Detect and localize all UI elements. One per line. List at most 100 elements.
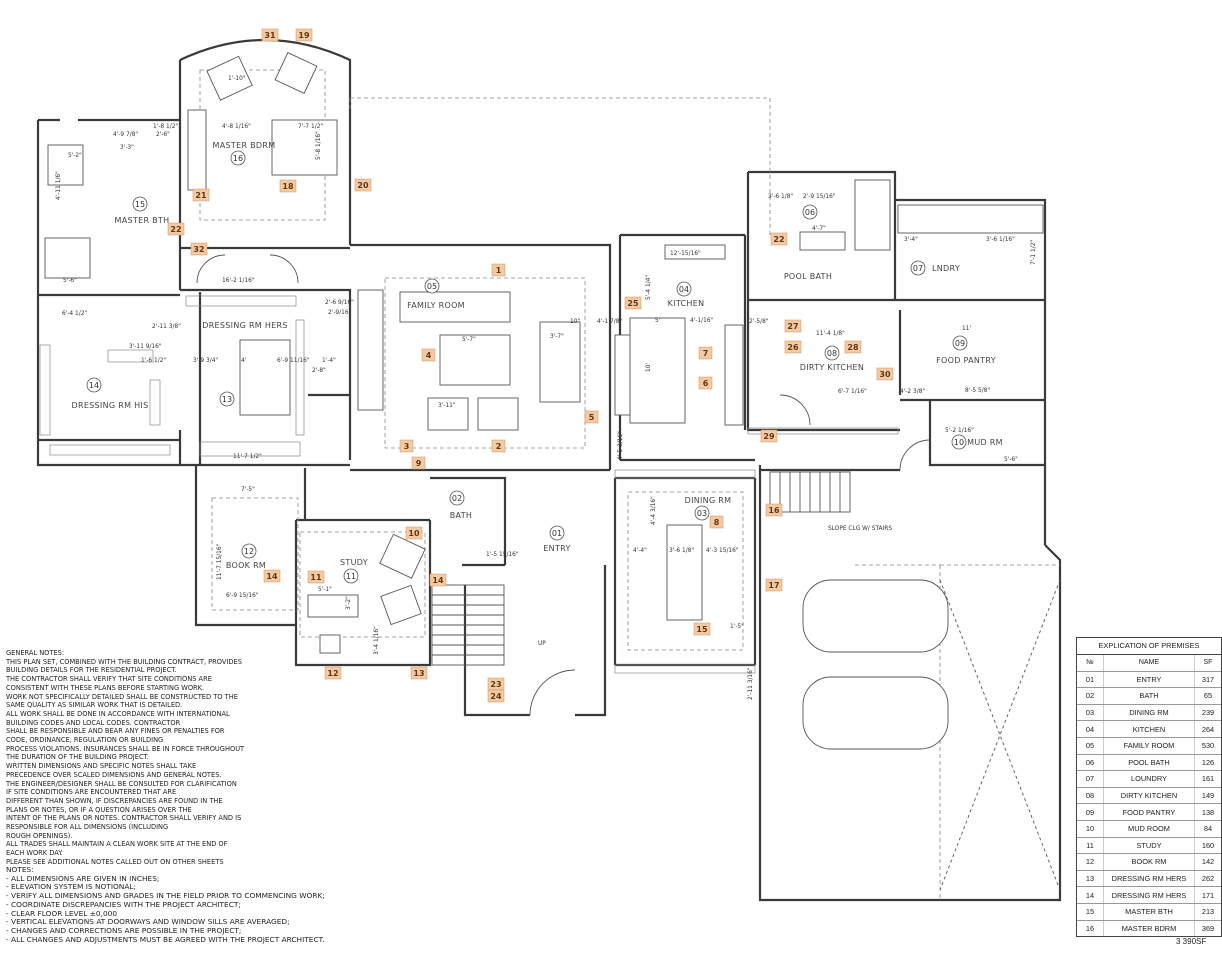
total-area: 3 390SF <box>1176 937 1207 946</box>
svg-text:10: 10 <box>408 529 420 538</box>
cell-sf: 149 <box>1201 791 1215 801</box>
room-name: DRESSING RM HERS <box>202 321 288 330</box>
room-number: 06 <box>805 208 815 217</box>
cell-sf: 369 <box>1201 923 1215 933</box>
room-number: 12 <box>244 547 254 556</box>
note-line: ALL TRADES SHALL MAINTAIN A CLEAN WORK S… <box>6 839 228 849</box>
cell-number: 12 <box>1077 854 1104 870</box>
svg-text:3'-4": 3'-4" <box>904 235 918 243</box>
svg-text:5'-8 1/16": 5'-8 1/16" <box>314 131 322 160</box>
svg-text:31: 31 <box>264 31 276 40</box>
svg-text:5'-6": 5'-6" <box>63 276 77 284</box>
note-line: THE CONTRACTOR SHALL VERIFY THAT SITE CO… <box>6 674 212 684</box>
tag: 27 <box>784 319 802 333</box>
room-number: 15 <box>135 200 145 209</box>
svg-text:5': 5' <box>655 316 661 324</box>
cell-number: 02 <box>1077 688 1104 704</box>
svg-text:12'-15/16": 12'-15/16" <box>670 249 701 257</box>
note-line: - ELEVATION SYSTEM IS NOTIONAL; <box>6 882 137 892</box>
svg-text:8: 8 <box>714 518 720 527</box>
svg-text:3'-4 1/16": 3'-4 1/16" <box>372 626 380 655</box>
svg-text:4'-9 7/8": 4'-9 7/8" <box>113 130 138 138</box>
tag: 19 <box>295 28 313 42</box>
svg-text:1'-8 1/2": 1'-8 1/2" <box>153 122 178 130</box>
cell-sf: 161 <box>1201 774 1215 784</box>
tag: 32 <box>190 242 208 256</box>
cell-number: 14 <box>1077 887 1104 903</box>
hatches <box>39 295 899 674</box>
svg-text:11'-7 1/2": 11'-7 1/2" <box>233 452 262 460</box>
svg-text:1: 1 <box>496 266 502 275</box>
svg-text:2'-11 3/16": 2'-11 3/16" <box>746 667 754 700</box>
room-name: MASTER BDRM <box>213 141 276 150</box>
note-line: CONSISTENT WITH THESE PLANS BEFORE START… <box>6 682 205 692</box>
room-name: KITCHEN <box>668 299 705 308</box>
room-name: DINING RM <box>685 496 732 505</box>
svg-text:4'-4": 4'-4" <box>633 546 647 554</box>
svg-text:4'-1/16": 4'-1/16" <box>690 316 714 324</box>
svg-text:4'-7": 4'-7" <box>812 224 826 232</box>
svg-text:15: 15 <box>696 625 708 634</box>
room-number: 16 <box>233 154 243 163</box>
svg-text:4'-8 1/16": 4'-8 1/16" <box>222 122 251 130</box>
svg-text:14: 14 <box>266 572 278 581</box>
svg-text:3'-9 3/4": 3'-9 3/4" <box>193 356 218 364</box>
svg-text:11: 11 <box>310 573 322 582</box>
svg-text:30: 30 <box>879 370 891 379</box>
svg-text:23: 23 <box>490 680 501 689</box>
svg-text:2'-11 3/8": 2'-11 3/8" <box>152 322 181 330</box>
note-line: WRITTEN DIMENSIONS AND SPECIFIC NOTES SH… <box>6 761 197 771</box>
note-line: - ALL DIMENSIONS ARE GIVEN IN INCHES; <box>6 873 160 883</box>
legend-title: EXPLICATION OF PREMISES <box>1077 638 1221 655</box>
header-number: № <box>1077 655 1104 671</box>
room-number: 04 <box>679 285 689 294</box>
svg-text:2'-6": 2'-6" <box>156 130 170 138</box>
svg-text:2: 2 <box>496 442 502 451</box>
cell-number: 10 <box>1077 820 1104 837</box>
note-line: THE ENGINEER/DESIGNER SHALL BE CONSULTED… <box>6 778 237 788</box>
note-line: DIFFERENT THAN SHOWN, IF DISCREPANCIES A… <box>6 795 223 805</box>
tag: 24 <box>487 689 505 703</box>
room-name: ENTRY <box>543 544 570 553</box>
cell-sf: 142 <box>1201 857 1215 867</box>
room-number: 08 <box>827 349 837 358</box>
svg-text:13: 13 <box>413 669 424 678</box>
cell-number: 07 <box>1077 771 1104 787</box>
note-line: THE DURATION OF THE BUILDING PROJECT. <box>6 752 149 762</box>
svg-text:27: 27 <box>787 322 798 331</box>
svg-text:17: 17 <box>768 581 779 590</box>
svg-text:28: 28 <box>847 343 859 352</box>
note-line: PRECEDENCE OVER SCALED DIMENSIONS AND GE… <box>6 769 222 779</box>
svg-text:2'-9/16": 2'-9/16" <box>328 308 352 316</box>
svg-text:29: 29 <box>763 432 775 441</box>
cell-sf: 65 <box>1203 691 1213 701</box>
tag: 28 <box>844 340 862 354</box>
cell-name: MASTER BDRM <box>1104 920 1195 937</box>
note-line: - CHANGES AND CORRECTIONS ARE POSSIBLE I… <box>6 925 242 935</box>
svg-text:24: 24 <box>490 692 502 701</box>
svg-text:10': 10' <box>644 363 652 372</box>
note-line: INTENT OF THE PLANS OR NOTES. CONTRACTOR… <box>6 813 242 823</box>
svg-text:1'-4": 1'-4" <box>322 356 336 364</box>
cell-name: MUD ROOM <box>1104 820 1195 837</box>
svg-text:5'-1": 5'-1" <box>318 585 332 593</box>
cell-name: BOOK RM <box>1104 854 1195 870</box>
room-number: 03 <box>697 509 707 518</box>
svg-text:3'-6 1/8": 3'-6 1/8" <box>669 546 694 554</box>
tag: 16 <box>765 503 783 517</box>
tag: 8 <box>709 515 724 529</box>
svg-text:2'-9 15/16": 2'-9 15/16" <box>803 192 836 200</box>
notes: NOTES: - ALL DIMENSIONS ARE GIVEN IN INC… <box>6 865 366 944</box>
svg-text:7'-1 1/2": 7'-1 1/2" <box>1029 240 1037 265</box>
note-line: SHALL BE RESPONSIBLE AND BEAR ANY FINES … <box>6 726 225 736</box>
cell-sf: 213 <box>1201 907 1215 917</box>
note-line: IF SITE CONDITIONS ARE ENCOUNTERED THAT … <box>6 787 177 797</box>
